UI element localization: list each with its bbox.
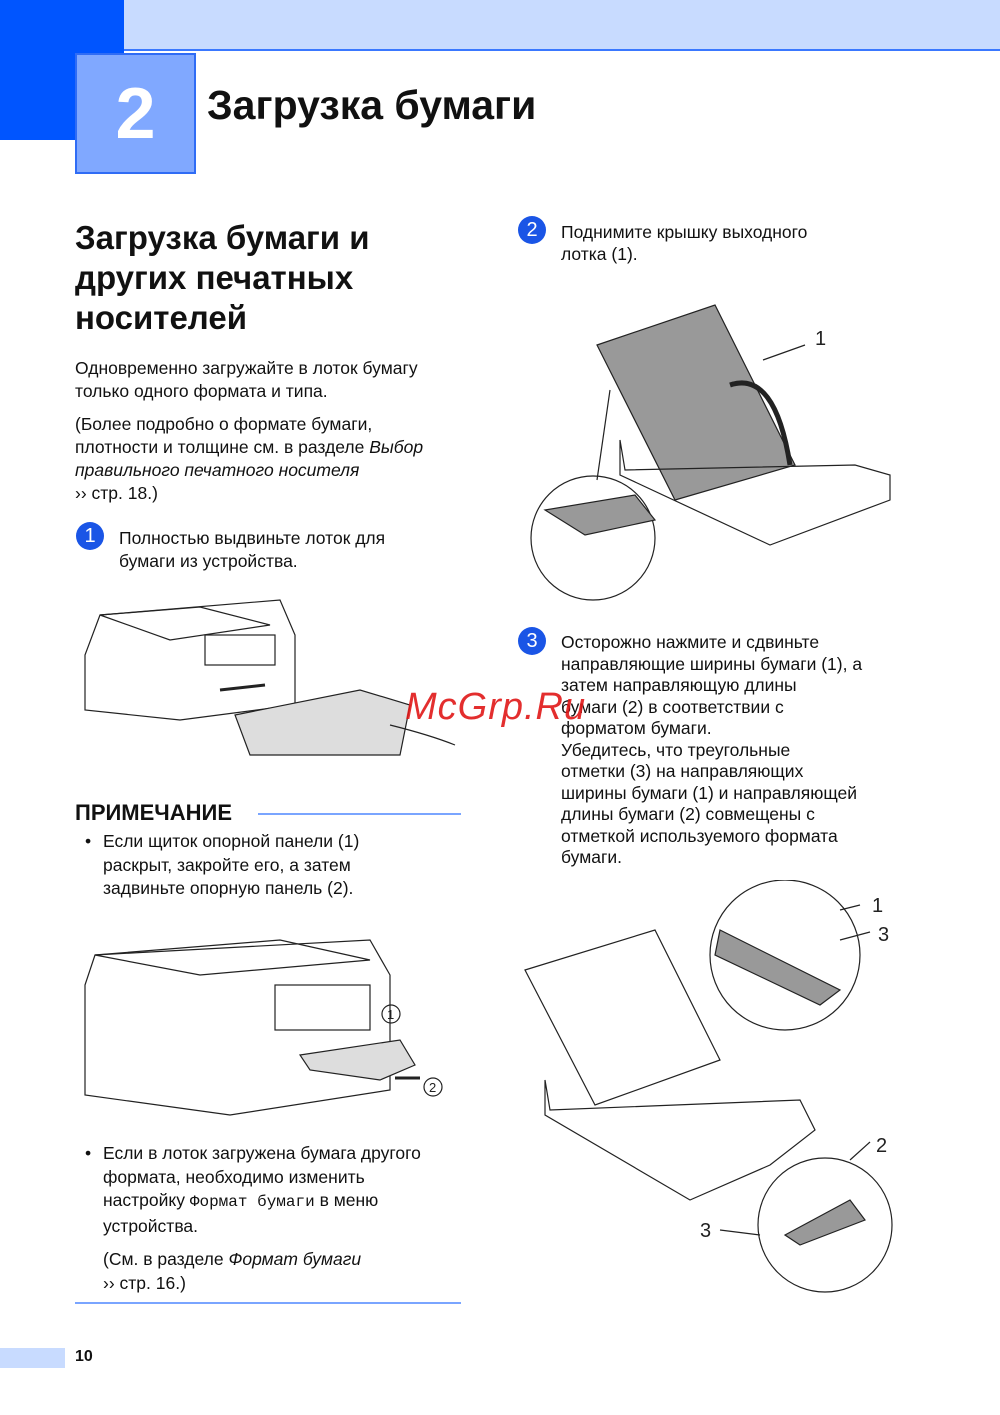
text-line: в меню [314, 1190, 379, 1210]
text-line: форматом бумаги. [561, 718, 712, 738]
text-line: ширины бумаги (1) и направляющей [561, 782, 858, 803]
text-line: бумаги. [561, 847, 622, 867]
callout-3: 3 [700, 1220, 711, 1242]
text-line: (См. в разделе [103, 1249, 229, 1269]
step-2-badge: 2 [518, 216, 546, 244]
reference-link[interactable]: Выбор [369, 437, 424, 457]
printer-support-panel-illustration: 1 2 [84, 939, 443, 1116]
text-line: настройку [103, 1190, 190, 1210]
callout-3: 3 [878, 924, 889, 946]
text-line: Убедитесь, что треугольные [561, 739, 791, 760]
text-line: только одного формата и типа. [75, 381, 328, 401]
page-number-bar [0, 1348, 65, 1368]
text-line: Поднимите крышку выходного [561, 222, 808, 242]
text-line: устройства. [103, 1215, 199, 1236]
note-end-divider [75, 1302, 461, 1304]
text-line: Полностью выдвиньте лоток для [119, 528, 386, 548]
reference-link[interactable]: Формат бумаги [228, 1249, 362, 1269]
menu-setting-name: Формат бумаги [189, 1193, 315, 1211]
section-title-line: носителей [75, 299, 247, 336]
text-line: Если в лоток загружена бумага другого [103, 1143, 421, 1163]
step-2-text: Поднимите крышку выходного лотка (1). [561, 221, 807, 265]
text-line: раскрыт, закройте его, а затем [103, 854, 351, 875]
reference-paragraph: (Более подробно о формате бумаги, плотно… [75, 413, 423, 505]
step-3-badge: 3 [518, 627, 546, 655]
page-number: 10 [75, 1348, 93, 1365]
note-bullet-1: • Если щиток опорной панели (1) раскрыт,… [85, 830, 359, 901]
text-line: направляющие ширины бумаги (1), а [561, 653, 863, 674]
callout-2: 2 [876, 1135, 887, 1157]
page-reference: ›› стр. 18.) [75, 483, 158, 503]
text-line: отметки (3) на направляющих [561, 761, 804, 781]
text-line: Осторожно нажмите и сдвиньте [561, 632, 820, 652]
watermark: McGrp.Ru [405, 686, 587, 728]
section-title-line: Загрузка бумаги и [75, 219, 370, 256]
header-band-light [124, 0, 1000, 51]
paper-guides-illustration: 1 3 2 3 [524, 880, 893, 1293]
page-reference: ›› стр. 16.) [103, 1272, 186, 1293]
section-title: Загрузка бумаги и других печатных носите… [75, 218, 475, 338]
note-bullet-2: • Если в лоток загружена бумага другого … [85, 1142, 421, 1295]
text-line: формата, необходимо изменить [103, 1166, 365, 1187]
intro-paragraph: Одновременно загружайте в лоток бумагу т… [75, 357, 418, 403]
callout-2: 2 [429, 1080, 436, 1095]
callout-1: 1 [815, 328, 826, 350]
note-divider [258, 813, 461, 815]
output-tray-cover-illustration: 1 [530, 304, 891, 601]
reference-link[interactable]: правильного печатного носителя [75, 460, 360, 480]
text-line: плотности и толщине см. в разделе [75, 437, 370, 457]
step-3-text: Осторожно нажмите и сдвиньте направляющи… [561, 632, 862, 869]
chapter-title: Загрузка бумаги [207, 82, 537, 128]
callout-1: 1 [387, 1007, 394, 1022]
text-line: лотка (1). [561, 244, 638, 264]
text-line: (Более подробно о формате бумаги, [75, 414, 373, 434]
text-line: Одновременно загружайте в лоток бумагу [75, 358, 418, 378]
callout-1: 1 [872, 895, 883, 917]
text-line: бумаги из устройства. [119, 551, 298, 571]
printer-tray-illustration [84, 599, 456, 756]
text-line: длины бумаги (2) совмещены с [561, 804, 815, 824]
text-line: Если щиток опорной панели (1) [103, 831, 360, 851]
text-line: отметкой используемого формата [561, 825, 838, 846]
step-1-badge: 1 [76, 522, 104, 550]
text-line: бумаги (2) в соответствии с [561, 696, 784, 717]
chapter-number: 2 [75, 53, 196, 174]
text-line: затем направляющую длины [561, 675, 797, 695]
text-line: задвиньте опорную панель (2). [103, 878, 354, 898]
section-title-line: других печатных [75, 259, 354, 296]
step-1-text: Полностью выдвиньте лоток для бумаги из … [119, 527, 385, 573]
note-heading: ПРИМЕЧАНИЕ [75, 800, 233, 825]
